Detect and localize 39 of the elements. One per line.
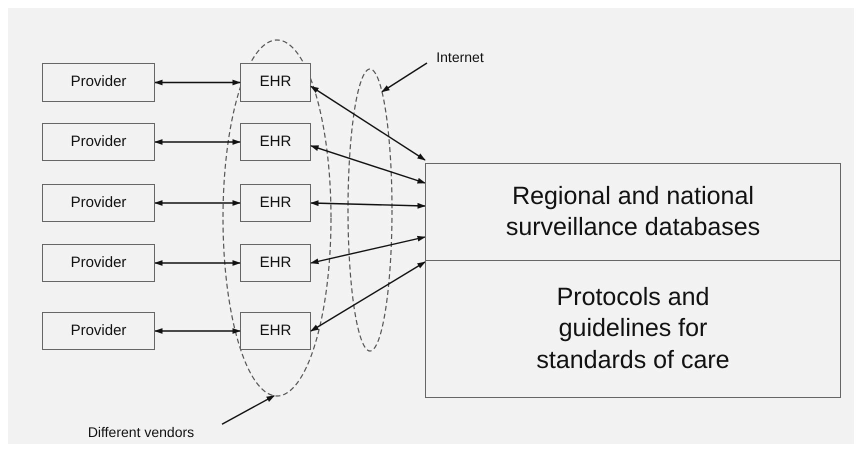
leader-line <box>381 62 428 92</box>
process-box <box>42 244 155 282</box>
arrow <box>154 139 241 145</box>
arrow <box>310 236 426 264</box>
box-label: EHR <box>260 254 292 272</box>
arrow <box>154 260 241 266</box>
arrow <box>310 261 426 332</box>
dashed-ellipse <box>222 39 332 397</box>
callout-label: Internet <box>427 48 493 68</box>
arrow <box>154 328 241 334</box>
process-box <box>425 163 841 261</box>
arrow <box>310 145 426 184</box>
box-label: Provider <box>70 73 126 92</box>
process-box <box>240 312 311 350</box>
process-box <box>42 123 155 161</box>
box-label: EHR <box>260 322 292 340</box>
box-label: Provider <box>70 132 126 152</box>
box-label: EHR <box>260 194 292 212</box>
process-box <box>42 63 155 102</box>
process-box <box>42 312 155 350</box>
leader-line <box>222 395 275 425</box>
box-label: Provider <box>70 254 126 272</box>
callout-label: Different vendors <box>60 422 222 444</box>
process-box <box>240 63 311 102</box>
box-label: Provider <box>70 322 126 340</box>
process-box <box>425 260 841 398</box>
box-label: EHR <box>260 73 292 92</box>
process-box <box>240 184 311 222</box>
arrow <box>310 200 426 209</box>
box-label: Protocols and guidelines for standards of care <box>535 282 731 376</box>
box-label: Provider <box>70 194 126 212</box>
arrow <box>154 200 241 206</box>
process-box <box>42 184 155 222</box>
box-label: Regional and national surveillance databases <box>504 180 762 243</box>
arrow <box>154 80 241 86</box>
box-label: EHR <box>260 132 292 152</box>
arrow <box>310 86 426 161</box>
process-box <box>240 123 311 161</box>
process-box <box>240 244 311 282</box>
